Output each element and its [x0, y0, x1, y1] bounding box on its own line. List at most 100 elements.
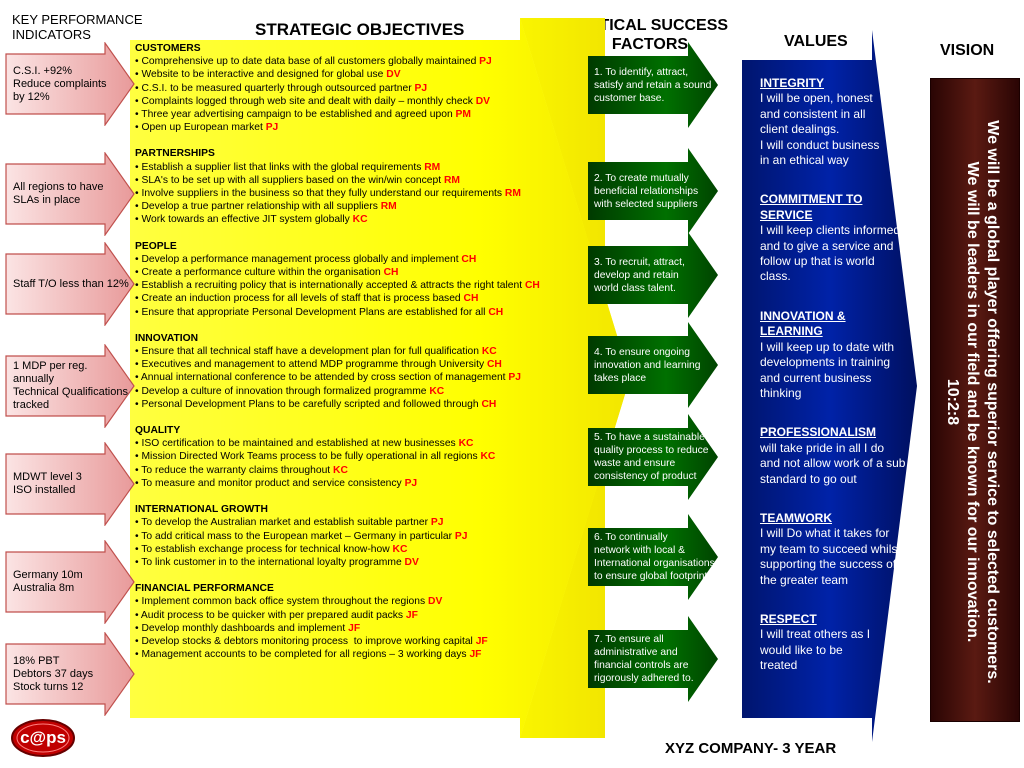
objective-text: • Develop a performance management proce…	[135, 253, 462, 265]
value-title: RESPECT	[760, 611, 817, 626]
objective-owner: PJ	[430, 517, 444, 529]
csf-arrow: 6. To continually network with local & I…	[588, 514, 718, 600]
value-title: PROFESSIONALISM	[760, 425, 877, 440]
objective-text: • Three year advertising campaign to be …	[135, 109, 456, 121]
csf-text: 5. To have a sustainable quality process…	[594, 432, 709, 482]
objective-text: • C.S.I. to be measured quarterly throug…	[135, 82, 415, 94]
objective-item: • Ensure that all technical staff have a…	[135, 345, 580, 358]
objective-owner: RM	[443, 174, 460, 186]
kpi-arrow: Staff T/O less than 12%	[5, 242, 135, 326]
objective-group: CUSTOMERS• Comprehensive up to date data…	[135, 42, 580, 134]
objective-owner: KC	[480, 451, 496, 463]
objective-text: • SLA's to be set up with all suppliers …	[135, 174, 444, 186]
objective-text: • Open up European market	[135, 122, 266, 134]
objective-text: • To measure and monitor product and ser…	[135, 477, 405, 489]
objective-owner: CH	[463, 293, 479, 305]
kpi-text: All regions to have SLAs in place	[13, 181, 104, 206]
objective-group: PEOPLE• Develop a performance management…	[135, 240, 580, 319]
objective-item: • Create a performance culture within th…	[135, 266, 580, 279]
objective-owner: KC	[481, 346, 497, 358]
kpi-arrow: C.S.I. +92% Reduce complaints by 12%	[5, 42, 135, 126]
kpi-arrow: Germany 10m Australia 8m	[5, 540, 135, 624]
value-title: INTEGRITY	[760, 76, 825, 90]
value-text: I will treat others as I would like to b…	[760, 627, 871, 673]
objective-owner: KC	[352, 214, 368, 226]
objective-item: • SLA's to be set up with all suppliers …	[135, 174, 580, 187]
objective-text: • Establish a supplier list that links w…	[135, 161, 425, 173]
objective-text: • Create an induction process for all le…	[135, 293, 464, 305]
objective-owner: DV	[404, 556, 419, 568]
csf-arrow: 1. To identify, attract, satisfy and ret…	[588, 42, 718, 128]
kpi-text: 1 MDP per reg. annually Technical Qualif…	[13, 360, 128, 411]
values-header: VALUES	[784, 33, 848, 50]
objective-text: • Ensure that appropriate Personal Devel…	[135, 306, 489, 318]
objective-item: • Three year advertising campaign to be …	[135, 108, 580, 121]
objective-text: • Develop a true partner relationship wi…	[135, 201, 381, 213]
csf-text: 4. To ensure ongoing innovation and lear…	[594, 346, 701, 384]
csf-arrow: 3. To recruit, attract, develop and reta…	[588, 232, 718, 318]
objective-text: • ISO certification to be maintained and…	[135, 438, 459, 450]
objective-item: • Create an induction process for all le…	[135, 292, 580, 305]
objective-text: • Executives and management to attend MD…	[135, 359, 487, 371]
objective-text: • Establish a recruiting policy that is …	[135, 280, 525, 292]
objectives-list: CUSTOMERS• Comprehensive up to date data…	[135, 42, 580, 674]
objective-item: • Ensure that appropriate Personal Devel…	[135, 306, 580, 319]
value-block: PROFESSIONALISM will take pride in all I…	[760, 425, 918, 487]
kpi-text: 18% PBT Debtors 37 days Stock turns 12	[13, 654, 94, 693]
objective-owner: CH	[461, 253, 477, 265]
objective-text: • Implement common back office system th…	[135, 596, 429, 608]
objective-text: • Involve suppliers in the business so t…	[135, 188, 505, 200]
kpi-text: C.S.I. +92% Reduce complaints by 12%	[13, 64, 107, 103]
kpi-arrow-shape	[5, 42, 135, 126]
kpi-arrow-shape	[5, 242, 135, 326]
objective-item: • Implement common back office system th…	[135, 595, 580, 608]
objective-text: • Ensure that all technical staff have a…	[135, 346, 482, 358]
objective-owner: JF	[348, 622, 361, 634]
objective-group: INNOVATION• Ensure that all technical st…	[135, 332, 580, 411]
objective-item: • Work towards an effective JIT system g…	[135, 213, 580, 226]
objective-owner: CH	[486, 359, 502, 371]
kpi-arrow-shape	[5, 632, 135, 716]
footer-title: XYZ COMPANY- 3 YEAR	[665, 740, 837, 757]
objective-owner: RM	[380, 201, 397, 213]
kpi-arrow-shape	[5, 152, 135, 236]
objective-group-title: INTERNATIONAL GROWTH	[135, 504, 268, 516]
objective-item: • To add critical mass to the European m…	[135, 530, 580, 543]
objective-item: • Personal Development Plans to be caref…	[135, 398, 580, 411]
kpi-arrow-shape	[5, 442, 135, 526]
objective-item: • To measure and monitor product and ser…	[135, 477, 580, 490]
objective-text: • Audit process to be quicker with per p…	[135, 609, 406, 621]
objective-text: • To reduce the warranty claims througho…	[135, 464, 334, 476]
objective-owner: DV	[428, 596, 443, 608]
objective-owner: DV	[475, 95, 491, 107]
kpi-text: MDWT level 3 ISO installed	[13, 471, 82, 496]
csf-arrow: 5. To have a sustainable quality process…	[588, 414, 718, 500]
kpi-arrow: All regions to have SLAs in place	[5, 152, 135, 236]
objective-owner: RM	[504, 188, 521, 200]
objective-group-title: PARTNERSHIPS	[135, 148, 215, 160]
objective-item: • Open up European market PJ	[135, 121, 580, 134]
objective-owner: CH	[481, 398, 497, 410]
csf-arrow-shape	[588, 616, 718, 702]
objective-text: • To link customer in to the internation…	[135, 556, 405, 568]
objective-item: • Website to be interactive and designed…	[135, 68, 580, 81]
objective-text: • Management accounts to be completed fo…	[135, 649, 470, 661]
kpi-text: Staff T/O less than 12%	[13, 277, 129, 290]
objective-owner: PM	[455, 109, 471, 121]
objective-group-title: PEOPLE	[135, 240, 177, 252]
value-title: TEAMWORK	[760, 510, 832, 525]
objective-item: • To develop the Australian market and e…	[135, 516, 580, 529]
objective-item: • Involve suppliers in the business so t…	[135, 187, 580, 200]
csf-arrow-shape	[588, 514, 718, 600]
objective-text: • Develop monthly dashboards and impleme…	[135, 622, 349, 634]
value-text: I will Do what it takes for my team to s…	[760, 526, 901, 587]
objective-item: • Develop monthly dashboards and impleme…	[135, 622, 580, 635]
objective-group: FINANCIAL PERFORMANCE• Implement common …	[135, 582, 580, 661]
objective-item: • C.S.I. to be measured quarterly throug…	[135, 82, 580, 95]
csf-text: 3. To recruit, attract, develop and reta…	[594, 256, 685, 294]
objective-item: • Executives and management to attend MD…	[135, 358, 580, 371]
logo-text: c@ps	[20, 728, 66, 747]
csf-arrow-shape	[588, 42, 718, 128]
